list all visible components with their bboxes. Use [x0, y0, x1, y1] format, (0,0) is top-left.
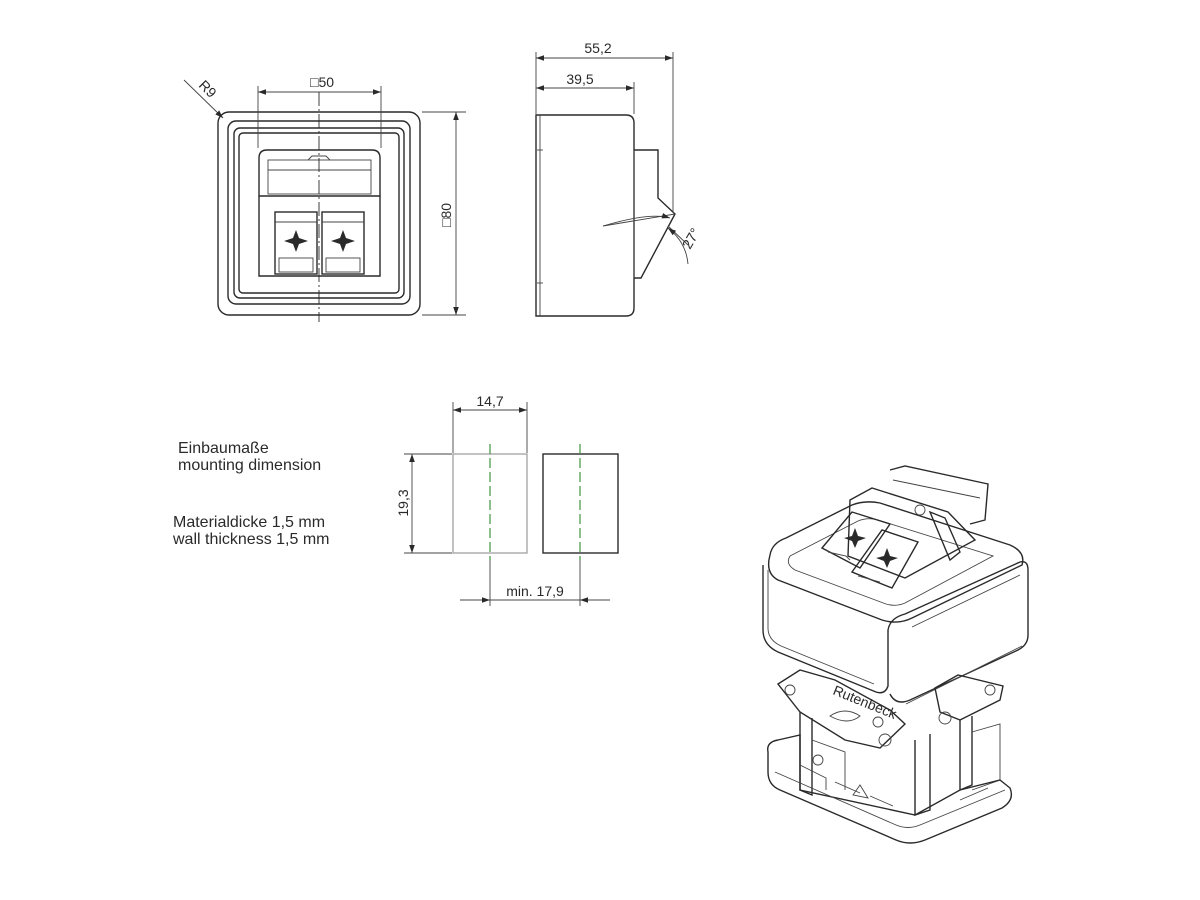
mounting-width-dimension: 14,7 [476, 393, 503, 409]
mounting-title-de: Einbaumaße [178, 440, 269, 457]
front-height-dimension: □80 [438, 203, 454, 227]
mounting-height-dimension: 19,3 [395, 489, 411, 516]
corner-radius-label: R9 [196, 77, 220, 101]
mounting-dimension-drawing: 14,7 19,3 min. 17,9 [395, 393, 619, 606]
min-spacing-dimension: min. 17,9 [506, 583, 564, 599]
wall-thickness-de: Materialdicke 1,5 mm [173, 514, 325, 531]
front-view: □50 □80 R9 [183, 74, 466, 322]
mounting-title-en: mounting dimension [178, 457, 321, 474]
angle-label: 27° [679, 225, 703, 251]
notes: Einbaumaße mounting dimension Materialdi… [172, 440, 330, 548]
side-body-depth-dimension: 39,5 [566, 71, 593, 87]
wall-thickness-en: wall thickness 1,5 mm [172, 531, 330, 548]
front-width-dimension: □50 [310, 74, 334, 90]
side-total-depth-dimension: 55,2 [584, 40, 611, 56]
side-view: 55,2 39,5 27° [535, 40, 703, 317]
isometric-view: Rutenbeck [762, 465, 1029, 844]
